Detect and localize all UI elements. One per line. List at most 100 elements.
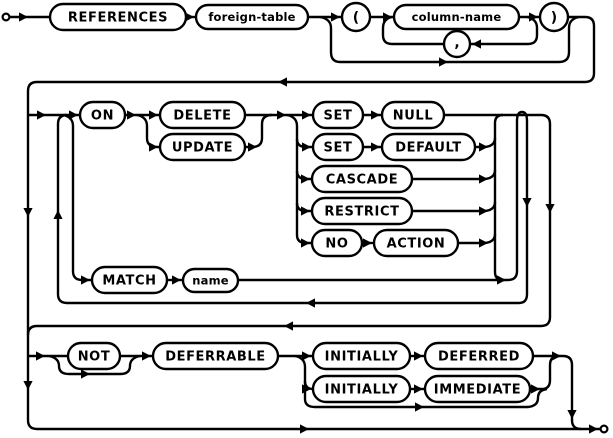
arrowhead-right <box>302 110 311 120</box>
arrowhead-right <box>383 12 392 22</box>
arrowhead-up <box>53 210 63 219</box>
node-null: NULL <box>380 100 446 130</box>
arrowhead-right <box>300 424 309 434</box>
rail-main-wrap <box>26 15 600 431</box>
arrowhead-right <box>149 142 158 152</box>
node-name-label: name <box>192 274 229 288</box>
arrowhead-right <box>531 384 540 394</box>
rail-paren-bypass <box>319 15 580 64</box>
rail-immediate-merge <box>530 354 560 391</box>
arrowhead-right <box>302 142 311 152</box>
start-terminal <box>1 12 11 22</box>
arrowhead-right <box>479 174 488 184</box>
arrowhead-right <box>552 351 561 361</box>
arrowhead-right <box>248 142 257 152</box>
token-close-paren: ) <box>538 1 570 33</box>
arrowhead-left <box>306 298 315 308</box>
arrowhead-left <box>472 39 481 49</box>
arrowhead-right <box>81 275 90 285</box>
node-deferred: DEFERRED <box>423 341 535 371</box>
node-not-label: NOT <box>78 350 111 365</box>
node-delete-label: DELETE <box>173 109 231 124</box>
node-set-2: SET <box>311 132 365 162</box>
arrowhead-right <box>479 206 488 216</box>
node-column-name-label: column-name <box>412 10 502 24</box>
token-comma: , <box>442 29 472 59</box>
node-references: REFERENCES <box>48 2 188 32</box>
node-initially-2-label: INITIALLY <box>325 383 399 398</box>
arrowhead-right <box>479 142 488 152</box>
node-immediate: IMMEDIATE <box>423 374 532 404</box>
arrowhead-right <box>301 238 310 248</box>
arrowhead-right <box>414 351 423 361</box>
arrowhead-right <box>149 110 158 120</box>
arrowhead-down <box>522 198 532 207</box>
node-set-1: SET <box>311 100 365 130</box>
arrowhead-down <box>545 204 555 213</box>
node-name: name <box>181 267 240 294</box>
rail-seg <box>458 233 497 245</box>
node-cascade: CASCADE <box>310 164 414 194</box>
token-close-paren-label: ) <box>551 10 557 26</box>
arrowhead-right <box>69 110 78 120</box>
token-open-paren-label: ( <box>353 10 359 26</box>
node-deferred-label: DEFERRED <box>438 350 520 365</box>
arrowhead-left <box>284 321 293 331</box>
node-restrict: RESTRICT <box>310 196 414 226</box>
node-set-1-label: SET <box>324 109 353 124</box>
node-action-label: ACTION <box>387 237 446 252</box>
node-immediate-label: IMMEDIATE <box>434 383 521 398</box>
arrowhead-right <box>529 12 538 22</box>
end-terminal <box>599 424 609 434</box>
start-bullet <box>1 12 11 22</box>
node-restrict-label: RESTRICT <box>324 205 399 220</box>
rail-loop-return <box>56 113 519 305</box>
node-initially-1: INITIALLY <box>311 341 412 371</box>
arrowhead-right <box>415 402 424 412</box>
arrowheads <box>19 12 598 434</box>
arrowhead-right <box>371 110 380 120</box>
node-on-label: ON <box>91 109 114 124</box>
arrowhead-right <box>479 238 488 248</box>
arrowhead-right <box>302 351 311 361</box>
node-column-name: column-name <box>392 3 521 31</box>
node-cascade-label: CASCADE <box>326 173 398 188</box>
node-default: DEFAULT <box>380 132 477 162</box>
node-not: NOT <box>66 341 122 371</box>
arrowhead-right <box>301 174 310 184</box>
arrowhead-right <box>331 12 340 22</box>
arrowhead-right <box>414 384 423 394</box>
arrowhead-right <box>371 142 380 152</box>
arrowhead-right <box>81 369 90 379</box>
arrowhead-right <box>37 110 46 120</box>
node-default-label: DEFAULT <box>395 141 461 156</box>
arrowhead-right <box>589 424 598 434</box>
arrowhead-right <box>172 275 181 285</box>
rail-initially-branch <box>294 354 528 409</box>
node-no: NO <box>310 228 364 258</box>
arrowhead-right <box>439 57 448 67</box>
arrowhead-right <box>185 12 194 22</box>
rail-hairpin <box>507 110 529 305</box>
rail-end-merge <box>533 354 582 431</box>
node-update: UPDATE <box>158 132 247 162</box>
rail-skip-merge <box>527 387 548 409</box>
node-foreign-table: foreign-table <box>194 3 310 31</box>
arrowhead-down <box>23 381 33 390</box>
arrowhead-right <box>363 238 372 248</box>
node-references-label: REFERENCES <box>68 11 168 26</box>
node-match-label: MATCH <box>102 274 156 289</box>
rail-merge-bus <box>493 113 504 282</box>
node-on: ON <box>78 100 127 130</box>
token-comma-label: , <box>454 35 459 51</box>
node-foreign-table-label: foreign-table <box>208 10 295 24</box>
arrowhead-right <box>36 351 45 361</box>
node-delete: DELETE <box>158 100 247 130</box>
node-deferrable: DEFERRABLE <box>151 341 280 371</box>
node-set-2-label: SET <box>324 141 353 156</box>
arrowhead-right <box>127 110 136 120</box>
rail-exit-skip <box>26 113 552 336</box>
arrowhead-right <box>301 206 310 216</box>
rail-update-branch <box>136 113 160 149</box>
